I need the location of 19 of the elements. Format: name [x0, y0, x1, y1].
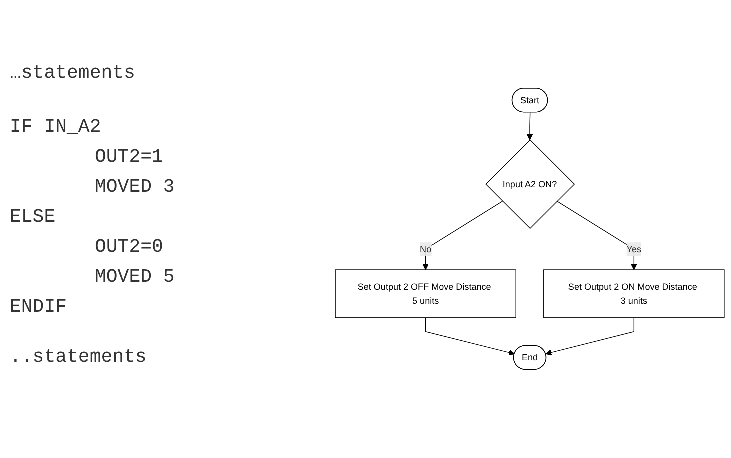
code-line: OUT2=1: [95, 146, 164, 168]
node-box: Set Output 2 OFF Move Distance 5 units: [335, 270, 516, 318]
node-diamond: Input A2 ON?: [486, 140, 576, 230]
code-line: IF IN_A2: [10, 116, 102, 138]
arrow: [425, 318, 516, 356]
code-line: MOVED 5: [95, 266, 175, 288]
code-line: ..statements: [10, 346, 147, 368]
arrow: [556, 201, 638, 270]
node-box: Set Output 2 ON Move Distance 3 units: [544, 270, 725, 318]
code-line: ELSE: [10, 206, 56, 228]
code-line: OUT2=0: [95, 236, 164, 258]
edge-label: No: [420, 244, 432, 254]
code-line: …statements: [10, 62, 136, 84]
arrow: [526, 112, 534, 140]
arrow: [422, 201, 504, 270]
arrow: [546, 318, 635, 356]
code-line: MOVED 3: [95, 176, 175, 198]
code-line: ENDIF: [10, 296, 68, 318]
edge-label: Yes: [626, 244, 642, 254]
